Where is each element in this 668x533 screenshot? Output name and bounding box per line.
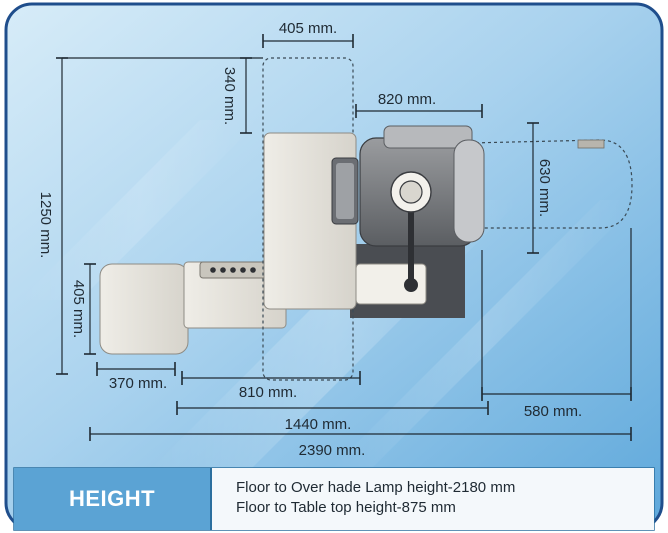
dimension-810: 810 mm. [181, 371, 361, 401]
height-label: HEIGHT [14, 468, 210, 530]
light-streak [330, 200, 640, 470]
dimension-820: 820 mm. [355, 91, 483, 118]
dimension-label: 810 mm. [239, 384, 297, 401]
dimension-label: 405 mm. [70, 280, 87, 338]
light-streak [20, 120, 260, 300]
dimension-label: 340 mm. [221, 67, 238, 125]
dimension-405-top: 405 mm. [262, 20, 354, 48]
swing-arc-envelope [262, 57, 354, 381]
instrument-tray-inner [336, 163, 354, 219]
dimension-580: 580 mm. [481, 228, 632, 420]
dimension-1440: 1440 mm. [176, 401, 489, 433]
dimension-label: 2390 mm. [299, 442, 366, 459]
dimension-label: 370 mm. [109, 375, 167, 392]
lamp-head-inner [399, 180, 423, 204]
dimension-2390: 2390 mm. [89, 427, 632, 459]
table-height-text: Floor to Table top height-875 mm [236, 499, 456, 516]
height-footer: HEIGHT Floor to Over hade Lamp height-21… [14, 468, 654, 530]
dimension-label: 580 mm. [524, 403, 582, 420]
control-knob [240, 267, 246, 273]
dimension-1250: 1250 mm. [37, 57, 263, 375]
dimension-630: 630 mm. [527, 122, 553, 254]
lamp-base [404, 278, 418, 292]
dimension-370: 370 mm. [96, 362, 176, 392]
backrest-recline-envelope [469, 139, 633, 229]
chair-back [383, 125, 473, 149]
chair-headrest [453, 139, 485, 243]
control-knob [230, 267, 236, 273]
headrest-grip [577, 139, 605, 149]
dimension-label: 1250 mm. [37, 192, 54, 259]
dimension-label: 405 mm. [279, 20, 337, 37]
dimension-405-left: 405 mm. [70, 263, 96, 355]
dimension-label: 630 mm. [536, 159, 553, 217]
control-knob [250, 267, 256, 273]
foot-rest [99, 263, 189, 355]
control-knob [220, 267, 226, 273]
lamp-height-text: Floor to Over hade Lamp height-2180 mm [236, 479, 516, 496]
dimension-label: 820 mm. [378, 91, 436, 108]
control-knob [210, 267, 216, 273]
height-info: Floor to Over hade Lamp height-2180 mm F… [210, 468, 654, 530]
dimension-label: 1440 mm. [285, 416, 352, 433]
